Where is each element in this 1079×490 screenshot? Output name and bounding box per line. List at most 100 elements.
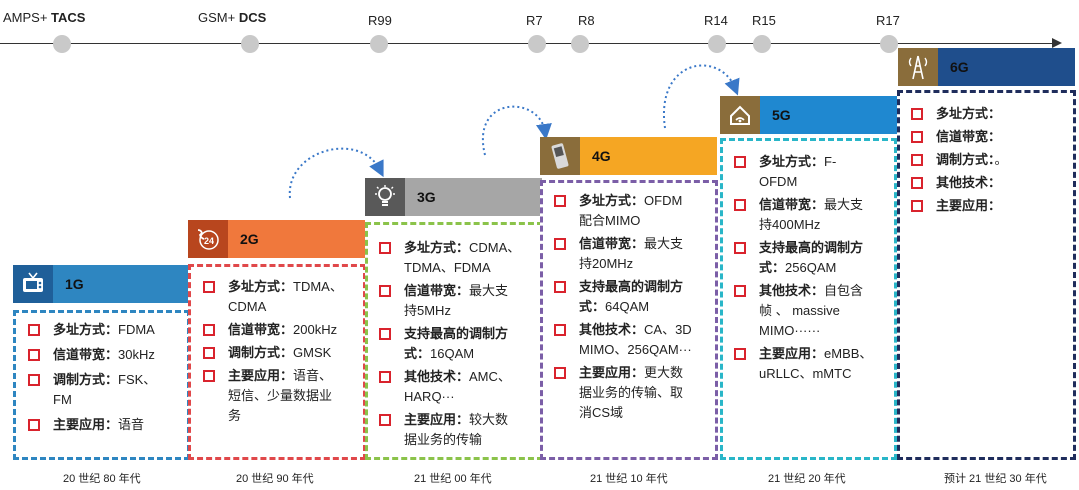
- detail-value: FDMA: [118, 322, 155, 337]
- bullet-square-icon: [734, 199, 746, 211]
- bullet-square-icon: [379, 328, 391, 340]
- timeline-arrow-icon: [1052, 38, 1062, 48]
- detail-value: 较大数: [469, 412, 509, 427]
- detail-item: 式：256QAM: [759, 258, 895, 277]
- detail-key: 多址方式：: [228, 279, 294, 294]
- detail-value: 30kHz: [118, 347, 155, 362]
- detail-item: 支持最高的调制方: [734, 238, 895, 257]
- detail-key: 调制方式：: [228, 345, 294, 360]
- detail-key: 信道带宽：: [228, 322, 294, 337]
- detail-box-2g: [188, 264, 366, 460]
- arrow-4g-5g: [662, 64, 740, 129]
- detail-item: 短信、少量数据业: [228, 386, 364, 405]
- detail-item: TDMA、FDMA: [404, 258, 541, 277]
- detail-value: 16QAM: [430, 346, 475, 361]
- gen-title-1g: 1G: [65, 276, 84, 292]
- bullet-square-icon: [28, 374, 40, 386]
- detail-item: 多址方式：F-: [734, 152, 895, 171]
- detail-value: 持20MHz: [579, 256, 634, 271]
- gen-title-2g: 2G: [240, 231, 259, 247]
- detail-item: 多址方式：OFDM: [554, 191, 716, 210]
- timeline-dot: [753, 35, 771, 53]
- detail-key: 主要应用：: [53, 417, 119, 432]
- phone-24-icon: 24: [188, 220, 228, 258]
- bullet-square-icon: [911, 177, 923, 189]
- detail-value: MIMO······: [759, 323, 821, 338]
- bullet-square-icon: [203, 281, 215, 293]
- detail-item: 调制方式：。: [911, 150, 1072, 169]
- detail-key: 主要应用：: [759, 346, 825, 361]
- detail-key: 其他技术：: [404, 369, 470, 384]
- detail-value: 据业务的传输: [404, 432, 483, 447]
- bullet-square-icon: [734, 348, 746, 360]
- timeline-label-r99: R99: [368, 13, 392, 28]
- bullet-square-icon: [734, 156, 746, 168]
- timeline-label-r15: R15: [752, 13, 776, 28]
- bullet-square-icon: [28, 324, 40, 336]
- detail-key: 主要应用：: [936, 198, 1002, 213]
- detail-value: 语音、: [293, 368, 333, 383]
- arrow-1g-2g-small: [300, 188, 321, 214]
- bullet-square-icon: [554, 195, 566, 207]
- detail-item: 信道带宽：30kHz: [28, 345, 187, 364]
- detail-item: CDMA: [228, 297, 364, 316]
- detail-value: HARQ···: [404, 389, 455, 404]
- detail-key: 信道带宽：: [759, 197, 825, 212]
- detail-value: 256QAM: [785, 260, 837, 275]
- detail-value: 消CS域: [579, 405, 624, 420]
- home-wifi-icon: [720, 96, 760, 134]
- arrow-3g-4g: [482, 105, 552, 156]
- detail-item: 帧 、 massive: [759, 301, 895, 320]
- detail-item: 其他技术：: [911, 173, 1072, 192]
- detail-key: 支持最高的调制方: [579, 279, 684, 294]
- detail-item: 信道带宽：最大支: [734, 195, 895, 214]
- detail-value: TDMA、FDMA: [404, 260, 491, 275]
- detail-key: 其他技术：: [579, 322, 645, 337]
- generation-4g: 4G: [540, 137, 717, 177]
- detail-item: 持20MHz: [579, 254, 716, 273]
- detail-item: 信道带宽：: [911, 127, 1072, 146]
- bullet-square-icon: [203, 324, 215, 336]
- detail-value: GMSK: [293, 345, 332, 360]
- bullet-square-icon: [28, 349, 40, 361]
- detail-key: 调制方式：: [936, 152, 995, 167]
- bullet-square-icon: [379, 414, 391, 426]
- detail-item: 其他技术：AMC、: [379, 367, 541, 386]
- timeline-dot: [370, 35, 388, 53]
- detail-value: 务: [228, 408, 242, 423]
- detail-item: 消CS域: [579, 403, 716, 422]
- bullet-square-icon: [554, 281, 566, 293]
- detail-value: 持5MHz: [404, 303, 451, 318]
- detail-value: 配合MIMO: [579, 213, 641, 228]
- detail-key: 支持最高的调制方: [404, 326, 509, 341]
- detail-item: 主要应用：: [911, 196, 1072, 215]
- generation-3g: 3G: [365, 178, 542, 218]
- detail-key: 式：: [579, 299, 606, 314]
- detail-item: 主要应用：较大数: [379, 410, 541, 429]
- detail-item: 式：64QAM: [579, 297, 716, 316]
- detail-item: 其他技术：CA、3D: [554, 320, 716, 339]
- detail-value: TDMA、: [293, 279, 343, 294]
- detail-key: 多址方式：: [759, 154, 825, 169]
- detail-value: 200kHz: [293, 322, 338, 337]
- detail-value: CDMA、: [469, 240, 521, 255]
- detail-box-3g: [365, 222, 543, 460]
- svg-text:24: 24: [204, 236, 214, 246]
- detail-value: CA、3D: [644, 322, 692, 337]
- timeline-dot: [528, 35, 546, 53]
- timeline-label-r17: R17: [876, 13, 900, 28]
- detail-item: 调制方式：FSK、: [28, 370, 187, 389]
- gen-title-5g: 5G: [772, 107, 791, 123]
- detail-key: 信道带宽：: [936, 129, 1002, 144]
- timeline-label-r14: R14: [704, 13, 728, 28]
- detail-item: MIMO······: [759, 321, 895, 340]
- arrow-1g-2g: [300, 203, 316, 215]
- bullet-square-icon: [203, 370, 215, 382]
- detail-box-4g: [540, 180, 718, 460]
- detail-item: 其他技术：自包含: [734, 281, 895, 300]
- bullet-square-icon: [379, 285, 391, 297]
- detail-key: 调制方式：: [53, 372, 119, 387]
- bullet-square-icon: [911, 131, 923, 143]
- detail-value: 64QAM: [605, 299, 650, 314]
